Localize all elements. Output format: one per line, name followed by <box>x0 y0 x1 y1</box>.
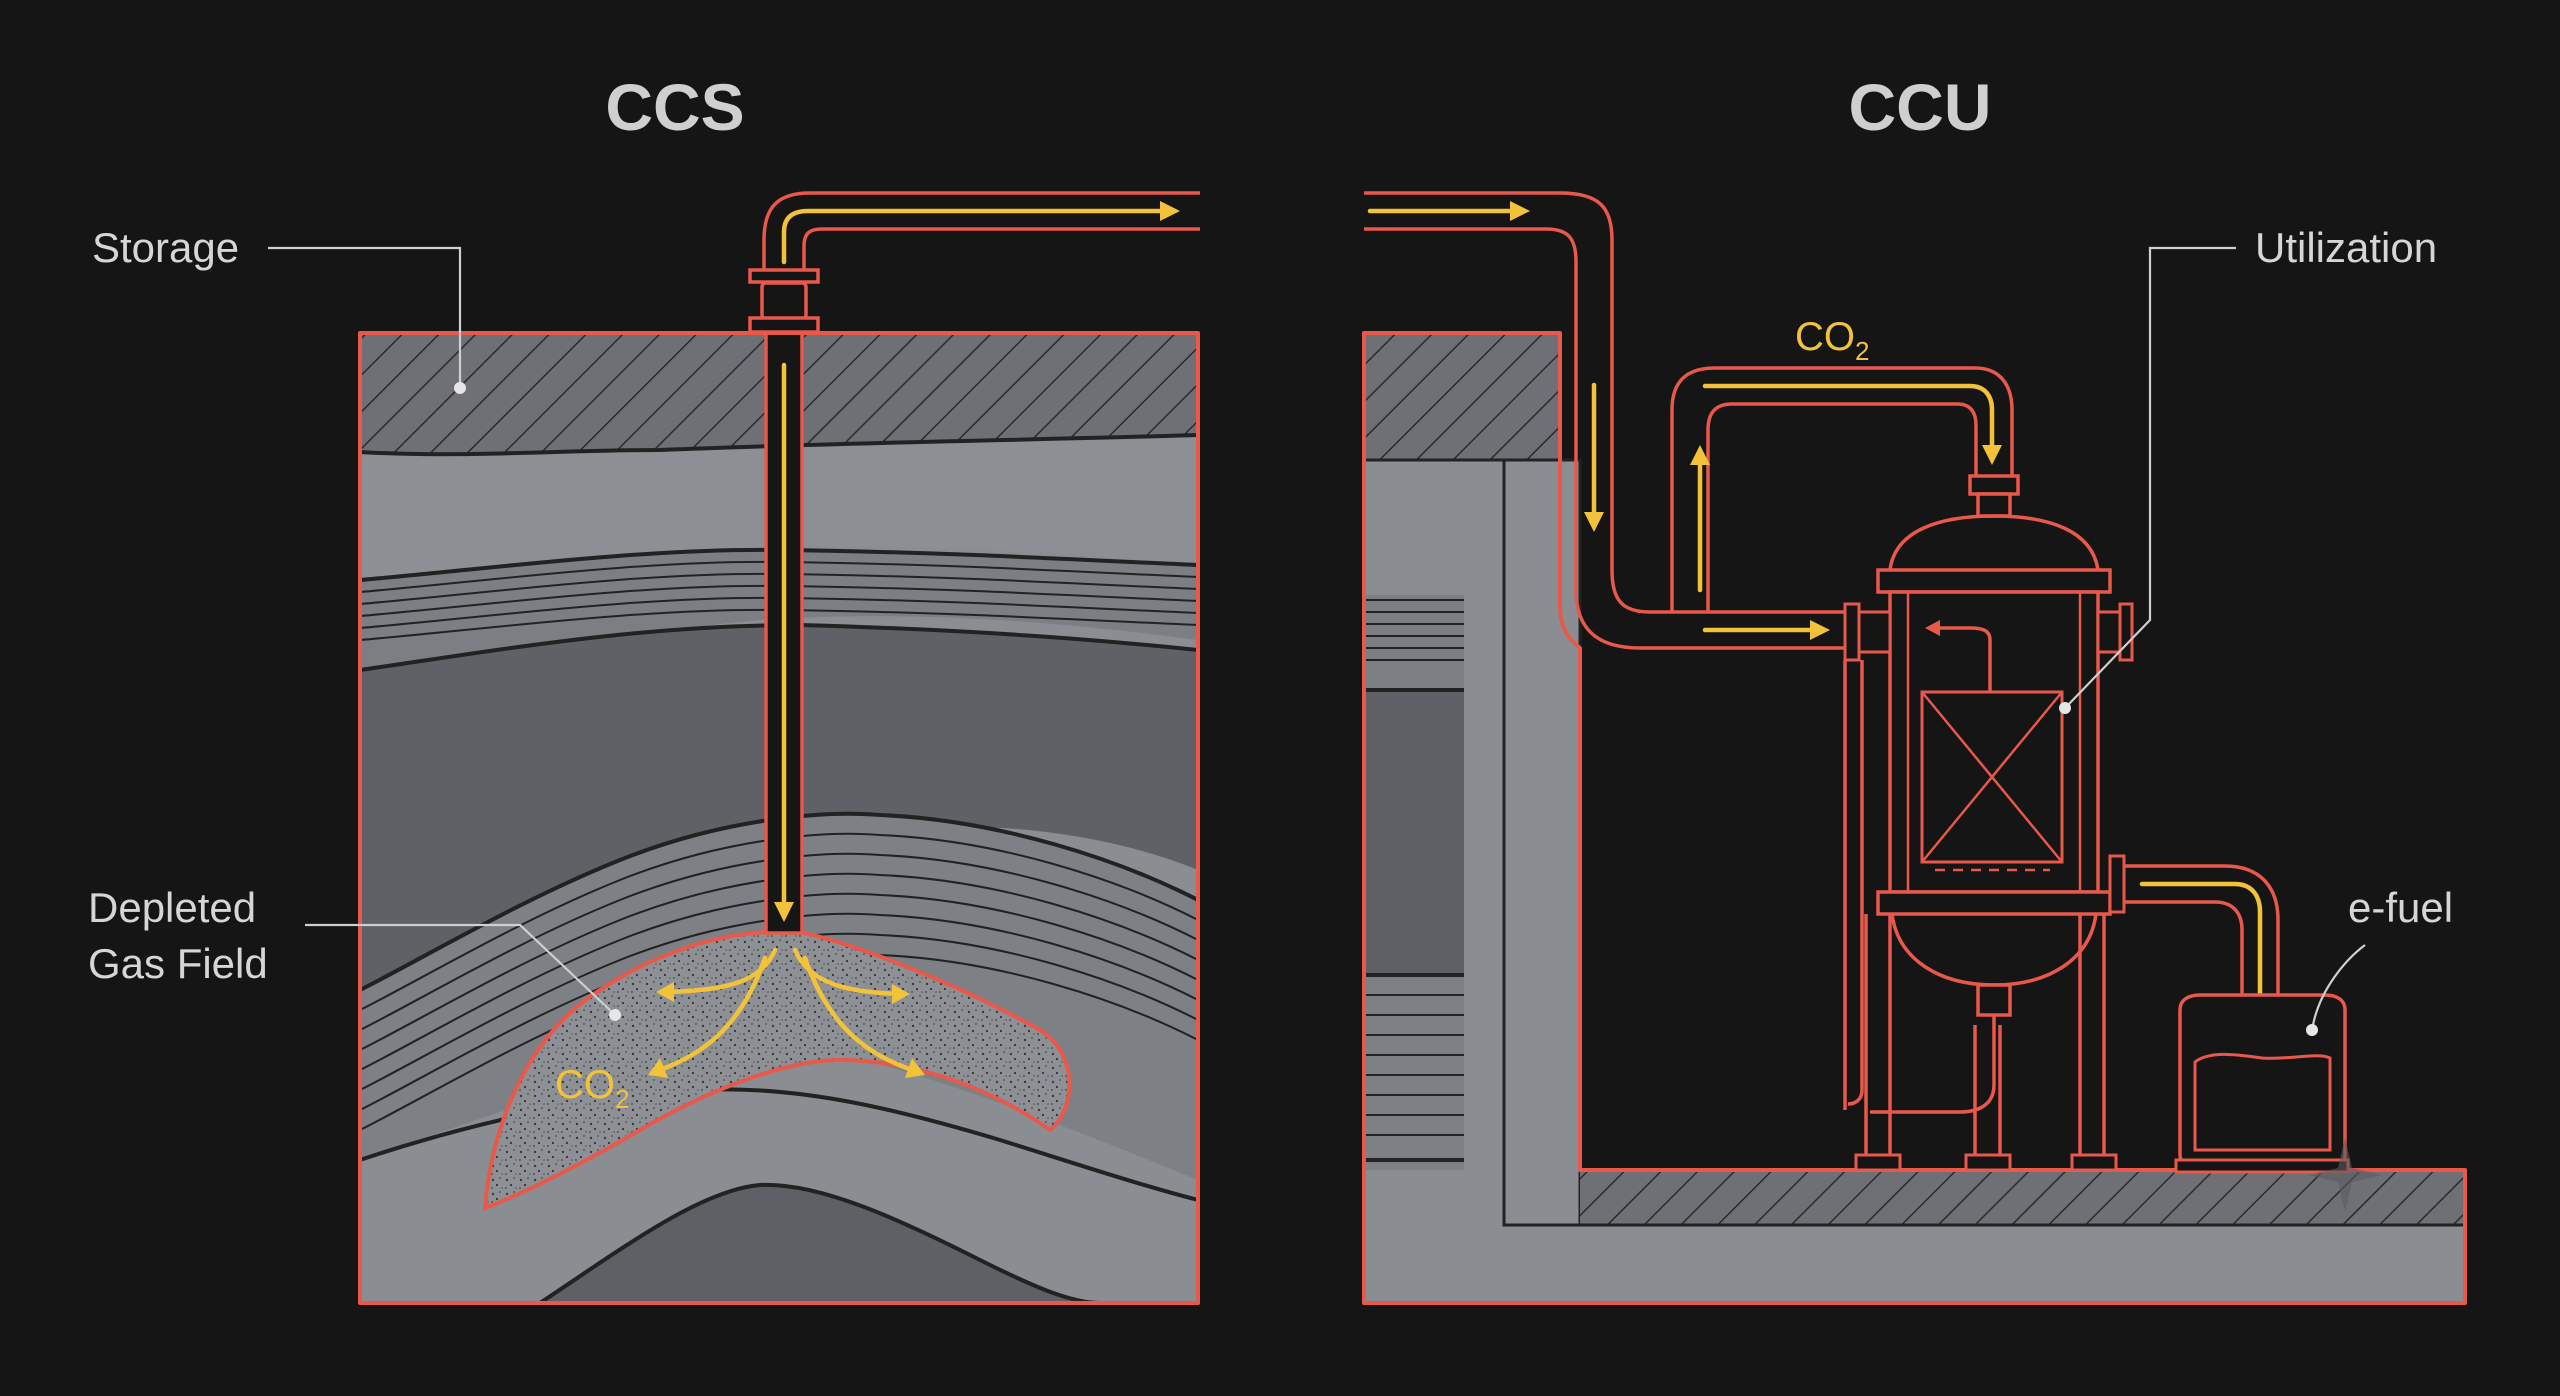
sparkle-icon <box>2308 1138 2382 1212</box>
efuel-label: e-fuel <box>2348 884 2453 931</box>
utilization-label: Utilization <box>2255 224 2437 271</box>
ccu-inlet-pipe <box>1364 191 1845 614</box>
reactor-vessel <box>1843 474 2280 1172</box>
ccu-co2-label: CO2 <box>1795 315 1869 366</box>
depleted-label-line1: Depleted <box>88 884 256 931</box>
depleted-label-line2: Gas Field <box>88 940 268 987</box>
efuel-tank <box>2174 993 2350 1174</box>
ccs-frame <box>358 331 1200 1305</box>
ccu-panel: CCU <box>1362 70 2467 1305</box>
well-valve <box>760 281 808 321</box>
ccs-panel: CCS <box>88 70 1200 1305</box>
gas-reservoir <box>482 930 1072 1211</box>
ccs-title: CCS <box>605 70 744 144</box>
ccu-title: CCU <box>1849 70 1992 144</box>
ccs-co2-label: CO2 <box>555 1063 629 1114</box>
storage-label: Storage <box>92 224 239 271</box>
ccu-loop-pipe <box>1670 366 2014 612</box>
ccs-inlet-pipe <box>762 191 1200 270</box>
